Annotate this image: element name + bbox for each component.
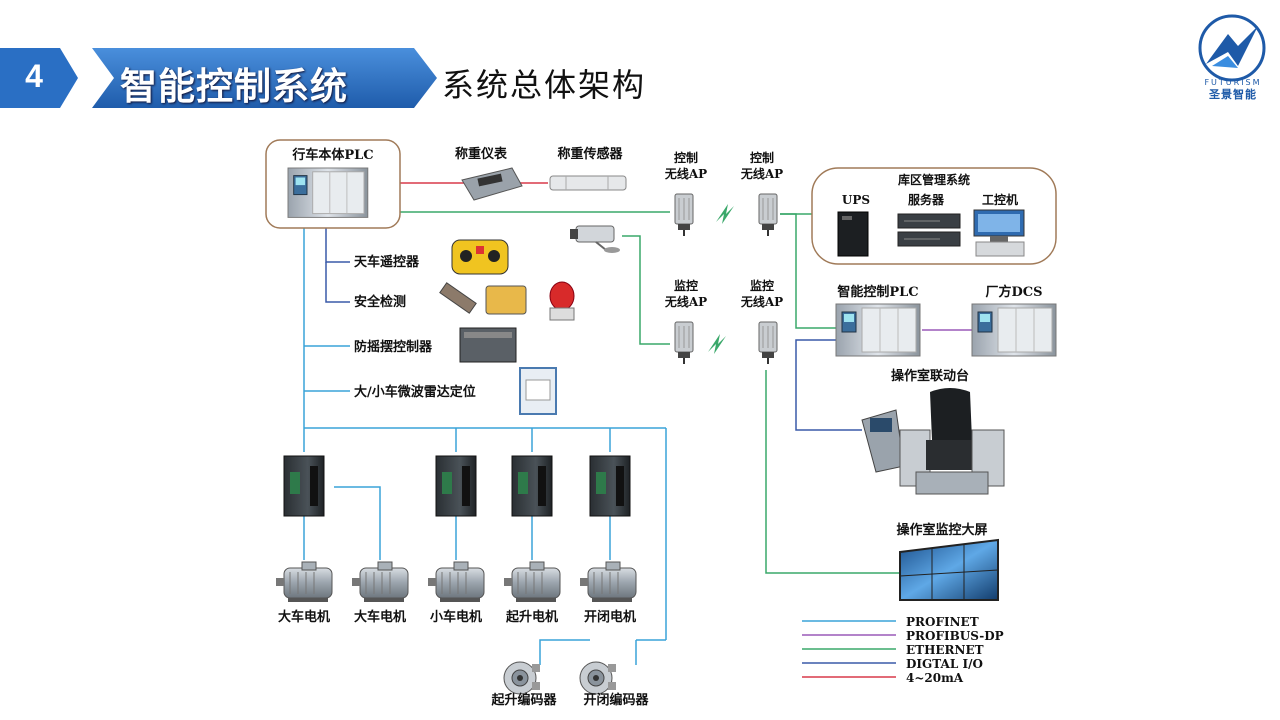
crane-plc-label: 行车本体PLC [291,147,373,163]
anti-sway-label: 防摇摆控制器 [354,339,433,355]
ipc-device [973,209,1025,257]
section-number: 4 [25,58,43,94]
server-label: 服务器 [908,192,945,207]
encoder-label-2: 开闭编码器 [583,692,649,708]
motor-5 [579,561,637,603]
monitor-ap-2-line2: 无线AP [740,294,783,309]
legend-label-ethernet: ETHERNET [906,643,984,657]
control-ap-1-line1: 控制 [674,150,698,165]
motor-3 [427,561,485,603]
motor-label-2: 大车电机 [354,609,406,625]
big-screen-label: 操作室监控大屏 [896,522,987,538]
futurism-logo [1198,14,1266,82]
monitor-ap-1-line1: 监控 [674,278,698,293]
remote-label: 天车遥控器 [354,254,420,270]
console-device [861,388,1005,495]
ups-label: UPS [842,193,870,207]
camera-device [570,225,620,253]
motor-2 [351,561,409,603]
safety-devices [439,281,575,321]
motor-label-4: 起升电机 [505,609,558,625]
weighing-sensor-label: 称重传感器 [557,146,623,162]
smart-plc-device [835,303,921,357]
weighing-meter-device [461,167,523,201]
legend-label-profinet: PROFINET [906,615,979,629]
remote-device [451,239,509,275]
radar-device [519,367,557,415]
control-ap-2-line2: 无线AP [740,166,783,181]
server-device [897,213,961,247]
control-ap-1-line2: 无线AP [664,166,707,181]
monitor-ap-1-line2: 无线AP [664,294,707,309]
weighing-meter-label: 称重仪表 [455,146,508,162]
wireless-link-icon [716,204,734,224]
encoder-2 [579,661,617,695]
section-number-badge [0,48,78,108]
wireless-link-icon-2 [708,334,726,354]
motor-1 [275,561,333,603]
control-ap-2-device [758,193,778,237]
warehouse-system-label: 库区管理系统 [898,172,970,187]
legend-label-profibus: PROFIBUS-DP [906,629,1004,643]
motor-label-3: 小车电机 [430,609,482,625]
radar-label: 大/小车微波雷达定位 [354,384,476,400]
drive-4 [589,455,631,517]
console-label: 操作室联动台 [891,368,969,384]
factory-dcs-device [971,303,1057,357]
monitor-ap-1-device [674,321,694,365]
anti-sway-device [459,327,517,363]
control-ap-2-line1: 控制 [750,150,774,165]
smart-plc-label: 智能控制PLC [837,284,918,300]
section-subtitle: 系统总体架构 [442,66,647,104]
drive-1 [283,455,325,517]
legend-label-digital-io: DIGTAL I/O [906,657,983,671]
motor-label-1: 大车电机 [278,609,330,625]
motor-label-5: 开闭电机 [584,609,636,625]
logo-text-cn: 圣景智能 [1209,88,1257,101]
motor-4 [503,561,561,603]
monitor-ap-2-device [758,321,778,365]
ipc-label: 工控机 [982,192,1018,207]
safety-label: 安全检测 [354,294,406,310]
control-ap-1-device [674,193,694,237]
factory-dcs-label: 厂方DCS [985,284,1042,300]
section-title-banner [92,48,437,108]
crane-plc-device [287,167,369,218]
encoder-label-1: 起升编码器 [490,692,557,708]
logo-text-en: FUTURISM [1204,78,1262,87]
encoder-1 [503,661,541,695]
big-screen-device [899,538,999,601]
drive-3 [511,455,553,517]
legend: PROFINET PROFIBUS-DP ETHERNET DIGTAL I/O… [802,615,1004,685]
weighing-sensor-device [549,175,627,191]
drive-2 [435,455,477,517]
ups-device [837,211,869,257]
monitor-ap-2-line1: 监控 [750,278,774,293]
legend-label-analog: 4~20mA [906,671,964,685]
section-title: 智能控制系统 [120,65,348,108]
